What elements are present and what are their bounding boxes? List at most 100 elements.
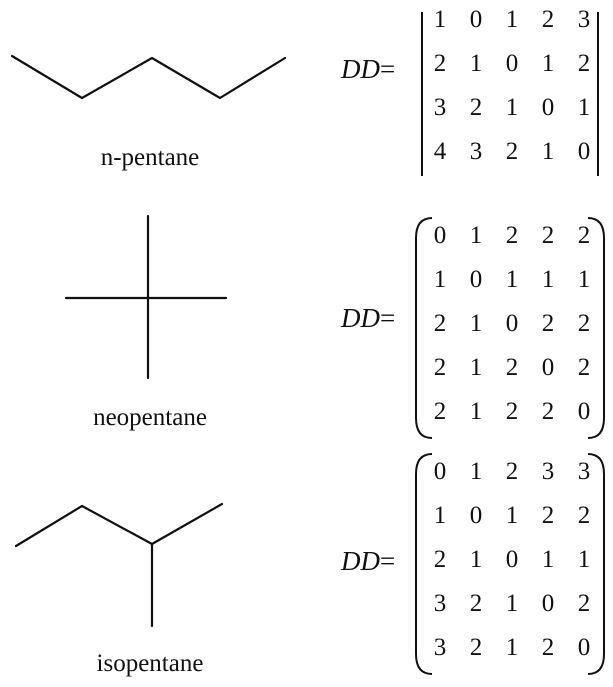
matrix-cell: 2 (577, 502, 591, 529)
matrix-cell: 2 (505, 222, 519, 249)
matrix-cell: 0 (577, 138, 591, 165)
matrix-cell: 2 (433, 354, 447, 381)
matrix-cell: 2 (433, 50, 447, 77)
matrix-cell: 0 (577, 634, 591, 661)
matrix-cell: 2 (469, 94, 483, 121)
matrix-cell: 1 (505, 6, 519, 33)
matrix-brackets (415, 453, 605, 675)
matrix-cell: 1 (541, 50, 555, 77)
matrix-cell: 2 (541, 502, 555, 529)
matrix-cell: 1 (469, 310, 483, 337)
matrix-cell: 2 (541, 6, 555, 33)
matrix-cell: 1 (433, 266, 447, 293)
matrix-cell: 1 (541, 138, 555, 165)
matrix-cell: 2 (469, 590, 483, 617)
matrix-cell: 0 (469, 266, 483, 293)
matrix-cell: 2 (541, 398, 555, 425)
matrix-cell: 1 (469, 50, 483, 77)
matrix-cell: 1 (577, 94, 591, 121)
matrix-cell: 0 (505, 50, 519, 77)
neopentane-structure (64, 214, 228, 380)
matrix-cell: 3 (469, 138, 483, 165)
matrix-cell: 1 (541, 546, 555, 573)
matrix-cell: 4 (433, 138, 447, 165)
matrix-cell: 2 (505, 354, 519, 381)
matrix-cell: 2 (433, 546, 447, 573)
dd-symbol: DD= (341, 546, 396, 576)
molecule-label: n-pentane (100, 144, 200, 171)
matrix-cell: 2 (505, 458, 519, 485)
matrix-cell: 2 (541, 222, 555, 249)
matrix-cell: 0 (577, 398, 591, 425)
matrix-cell: 1 (505, 634, 519, 661)
matrix-cell: 1 (541, 266, 555, 293)
matrix-cell: 1 (505, 502, 519, 529)
matrix-cell: 0 (433, 222, 447, 249)
matrix-cell: 1 (469, 398, 483, 425)
n-pentane-structure (10, 54, 287, 100)
matrix-cell: 2 (505, 138, 519, 165)
dd-symbol: DD= (341, 303, 396, 333)
matrix-cell: 2 (541, 310, 555, 337)
matrix-cell: 0 (433, 458, 447, 485)
molecule-label: isopentane (96, 650, 204, 677)
matrix-cell: 2 (433, 398, 447, 425)
matrix-cell: 2 (577, 50, 591, 77)
matrix-cell: 2 (433, 310, 447, 337)
matrix-cell: 3 (577, 6, 591, 33)
matrix-cell: 3 (433, 94, 447, 121)
matrix-cell: 0 (505, 310, 519, 337)
matrix-brackets (415, 217, 605, 439)
matrix-cell: 0 (469, 6, 483, 33)
matrix-cell: 0 (505, 546, 519, 573)
matrix-cell: 2 (577, 222, 591, 249)
matrix-cell: 1 (505, 94, 519, 121)
matrix-cell: 3 (433, 590, 447, 617)
matrix-cell: 1 (469, 458, 483, 485)
matrix-cell: 2 (469, 634, 483, 661)
matrix-cell: 2 (577, 310, 591, 337)
matrix-cell: 3 (541, 458, 555, 485)
matrix-cell: 1 (505, 590, 519, 617)
molecule-label: neopentane (93, 404, 207, 431)
matrix-cell: 3 (577, 458, 591, 485)
matrix-cell: 1 (577, 266, 591, 293)
matrix-cell: 2 (505, 398, 519, 425)
matrix-cell: 3 (433, 634, 447, 661)
matrix-cell: 0 (469, 502, 483, 529)
matrix-cell: 1 (433, 6, 447, 33)
matrix-cell: 2 (577, 590, 591, 617)
matrix-cell: 1 (577, 546, 591, 573)
matrix-cell: 1 (469, 546, 483, 573)
matrix-cell: 1 (433, 502, 447, 529)
matrix-cell: 0 (541, 590, 555, 617)
matrix-cell: 2 (577, 354, 591, 381)
matrix-cell: 1 (469, 354, 483, 381)
matrix-cell: 1 (469, 222, 483, 249)
isopentane-structure (14, 502, 224, 628)
matrix-cell: 1 (505, 266, 519, 293)
matrix-cell: 0 (541, 94, 555, 121)
dd-symbol: DD= (341, 54, 396, 84)
matrix-brackets (421, 12, 599, 176)
matrix-cell: 0 (541, 354, 555, 381)
